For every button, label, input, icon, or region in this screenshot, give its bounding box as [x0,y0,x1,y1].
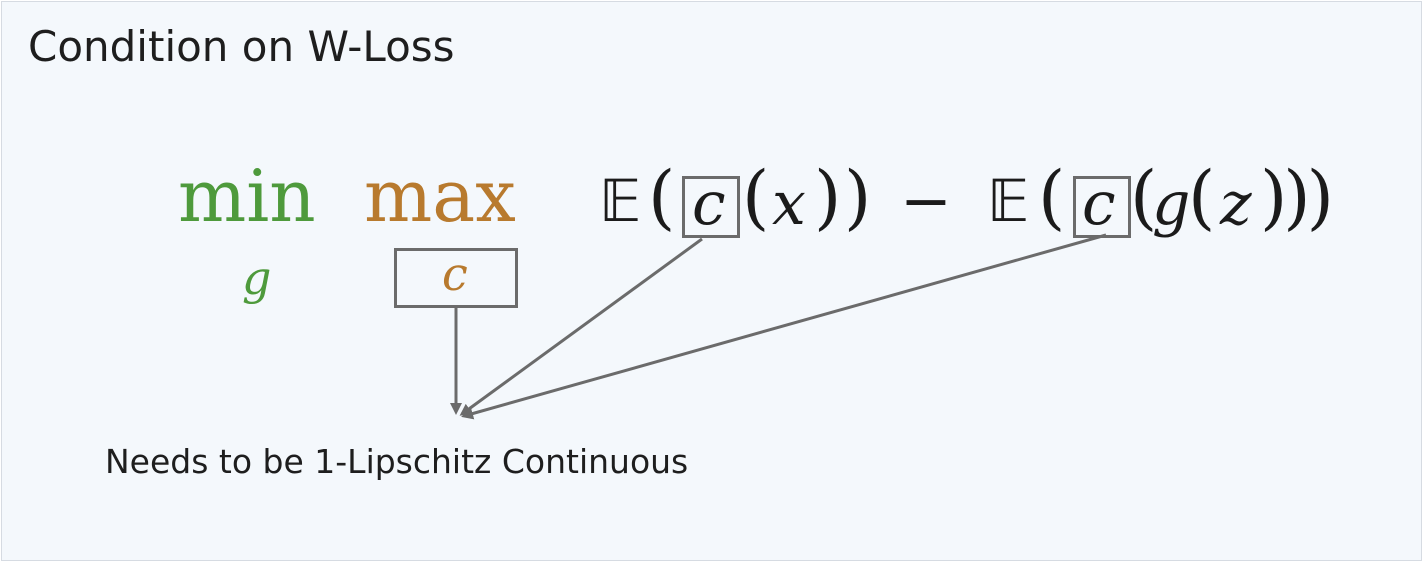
expectation-symbol-fake: 𝔼 [987,167,1030,235]
paren-close-triple: ))) [1260,156,1334,238]
function-g: g [1152,169,1191,239]
paren-open: ( [742,156,770,238]
max-operator: max [364,154,516,238]
variable-z: z [1220,169,1252,239]
paren-open: ( [1130,156,1158,238]
critic-box-real [682,176,740,238]
arrow-from-critic-fake [461,233,1107,420]
paren-open: ( [648,156,676,238]
lipschitz-note: Needs to be 1-Lipschitz Continuous [105,442,689,481]
paren-close: ) [814,156,842,238]
paren-open: ( [1038,156,1066,238]
expectation-symbol-real: 𝔼 [599,167,642,235]
max-subscript-box [394,248,518,308]
critic-c-fake: c [1082,169,1116,239]
slide-title: Condition on W-Loss [28,22,455,71]
variable-x: x [772,169,806,239]
paren-close: ) [844,156,872,238]
min-operator: min [178,154,316,238]
arrow-from-critic-real [459,237,703,416]
paren-open: ( [1188,156,1216,238]
critic-c-real: c [692,169,726,239]
max-subscript-c: c [442,247,468,301]
minus-sign: − [900,164,952,237]
min-subscript-g: g [242,251,272,305]
